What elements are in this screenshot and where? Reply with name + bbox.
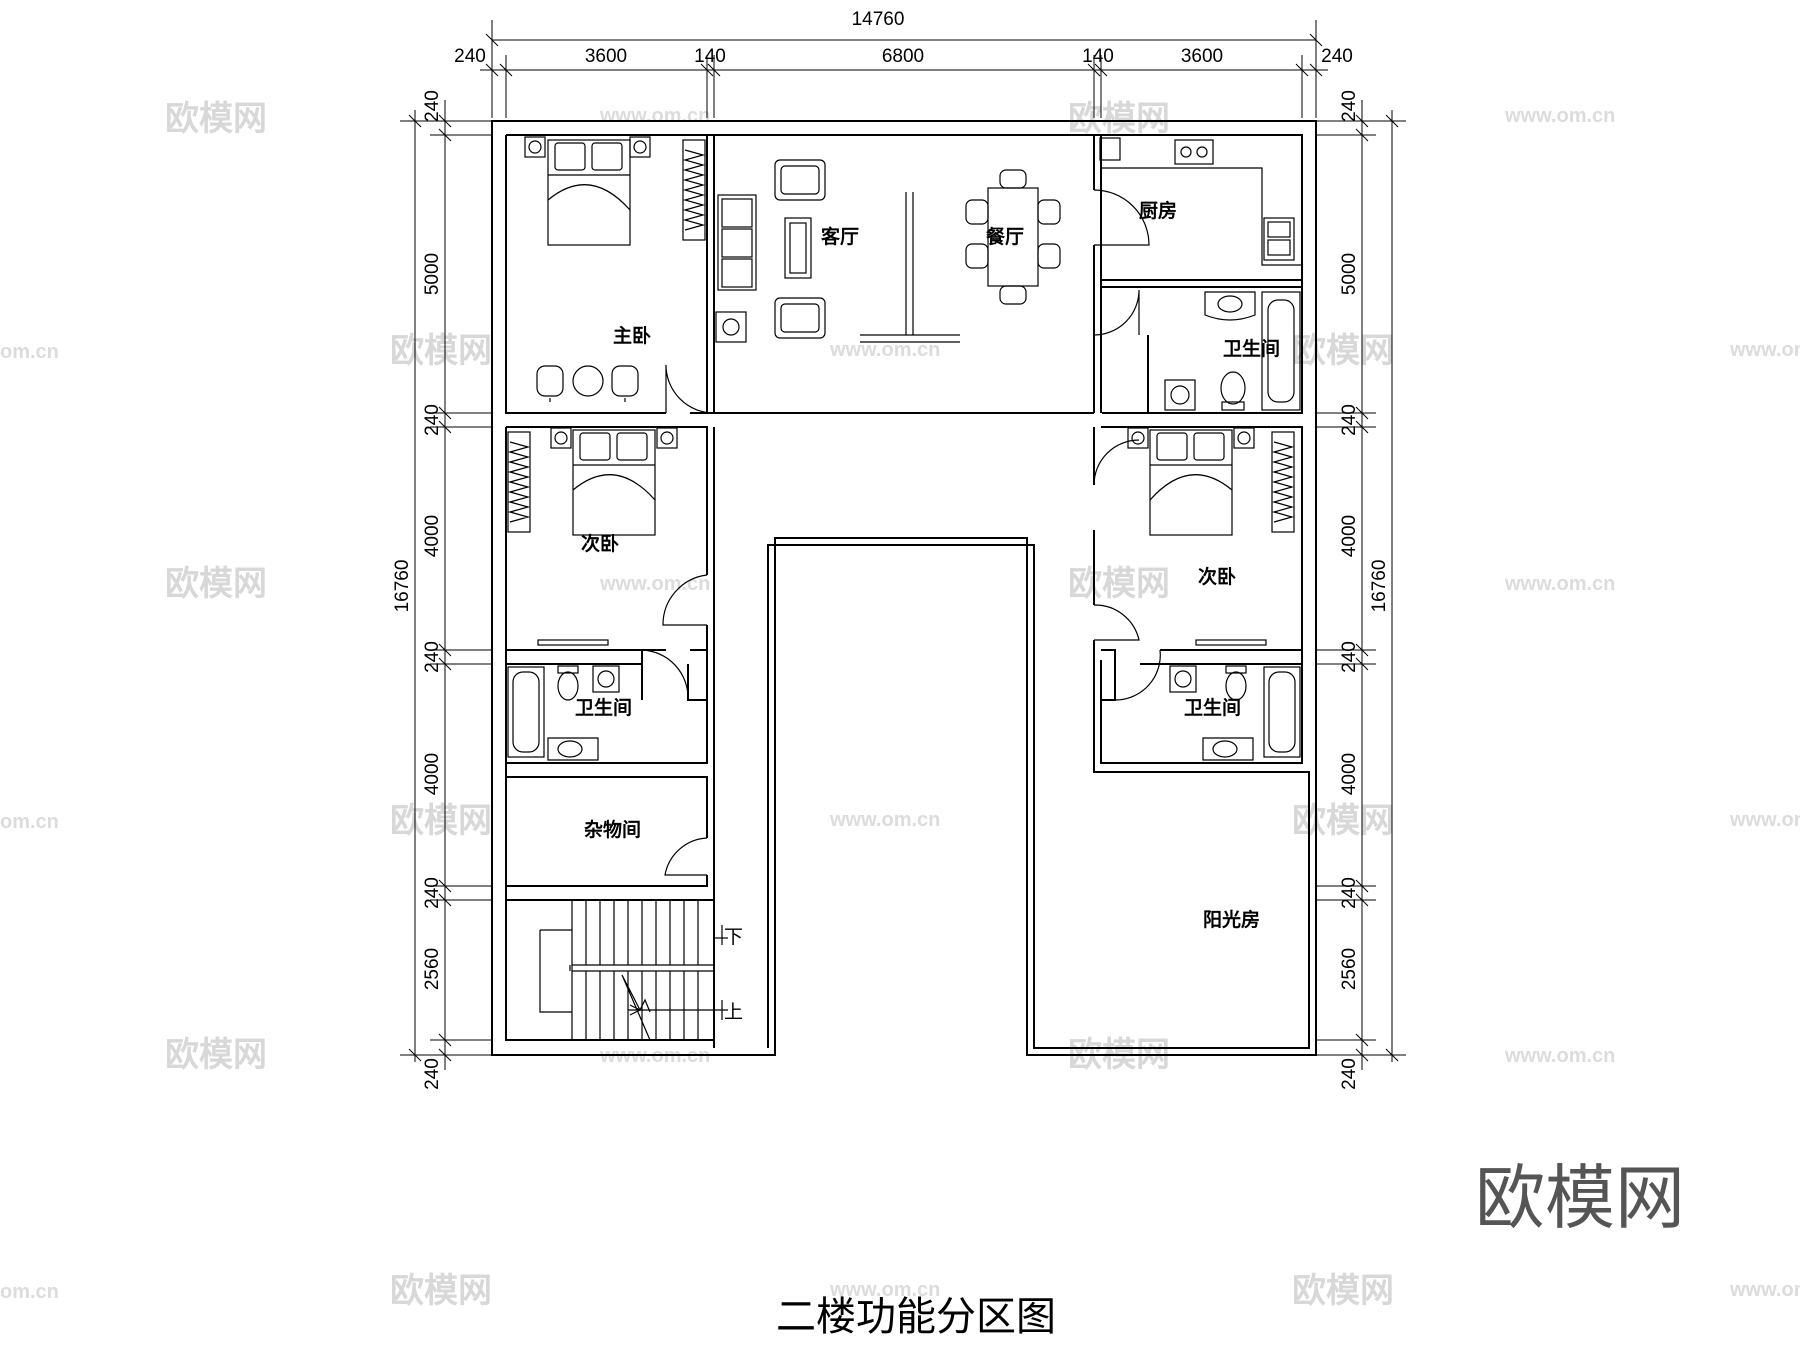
room-label-dining-room: 餐厅 [986, 225, 1024, 248]
bath-fixtures-ne [1164, 291, 1301, 411]
watermark-text: 欧模网 [1068, 564, 1170, 604]
watermark-text: 欧模网 [1292, 801, 1394, 841]
watermark-url: www.om.cn [599, 573, 710, 595]
dining-table [965, 169, 1061, 305]
staircase: 下 上 [539, 900, 743, 1041]
watermark-url: www.om.cn [1504, 105, 1615, 127]
stair-up-label: 上 [724, 1001, 743, 1023]
bed-e [1127, 427, 1295, 536]
room-label-master-bedroom: 主卧 [613, 325, 651, 347]
dim-left-seg: 240 [422, 404, 443, 436]
dim-top-seg: 3600 [585, 46, 627, 67]
watermark-text: 欧模网 [390, 801, 492, 841]
dim-left-seg: 2560 [422, 948, 443, 990]
dim-left-seg: 240 [422, 90, 443, 122]
dim-top-seg: 6800 [882, 46, 924, 67]
watermarks: 欧模网 www.om.cn 欧模网 www.om.cn om.cn 欧模网 ww… [0, 99, 1800, 1311]
dim-right-seg: 4000 [1339, 753, 1360, 795]
room-label-bedroom-e: 次卧 [1198, 565, 1236, 588]
master-bed [524, 136, 651, 246]
watermark-url: www.om.cn [1504, 1045, 1615, 1067]
room-label-bathroom-w: 卫生间 [575, 696, 632, 719]
top-dimensions: 14760 240 3600 140 6800 140 3600 240 [454, 9, 1353, 118]
table-chairs [536, 365, 639, 402]
page-title: 二楼功能分区图 [776, 1294, 1056, 1340]
dim-left-seg: 5000 [422, 253, 443, 295]
dim-right-seg: 240 [1339, 404, 1360, 436]
watermark-text: 欧模网 [390, 331, 492, 371]
dim-right-seg: 2560 [1339, 948, 1360, 990]
dim-left-seg: 240 [422, 641, 443, 673]
wardrobe [682, 139, 706, 241]
watermark-url: www.om.cn [829, 339, 940, 361]
bath-fixtures-w [507, 639, 620, 761]
room-label-sunroom: 阳光房 [1203, 908, 1260, 931]
watermark-text: 欧模网 [1292, 1271, 1394, 1311]
dim-left-seg: 4000 [422, 515, 443, 557]
dim-top-seg: 140 [694, 46, 726, 67]
watermark-text: 欧模网 [1292, 331, 1394, 371]
dim-right-seg: 5000 [1339, 253, 1360, 295]
dim-right-seg: 240 [1339, 1058, 1360, 1090]
dim-top-seg: 240 [454, 46, 486, 67]
watermark-url: www.om.cn [1729, 1279, 1800, 1301]
watermark-text: 欧模网 [165, 99, 267, 139]
room-label-bathroom-ne: 卫生间 [1223, 337, 1280, 360]
dim-right-seg: 4000 [1339, 515, 1360, 557]
left-dimensions: 16760 240 5000 240 4000 240 4000 240 256… [392, 90, 492, 1090]
room-label-kitchen: 厨房 [1139, 199, 1177, 222]
watermark-url: om.cn [0, 1281, 59, 1303]
sofa-set [715, 159, 960, 343]
dim-right-seg: 240 [1339, 641, 1360, 673]
brand-logo: 欧模网 [1475, 1157, 1685, 1239]
room-label-living-room: 客厅 [821, 225, 859, 248]
dim-left-seg: 240 [422, 1058, 443, 1090]
watermark-url: www.om.cn [599, 105, 710, 127]
watermark-text: 欧模网 [1068, 99, 1170, 139]
right-dimensions: 16760 240 5000 240 4000 240 4000 240 256… [1316, 90, 1406, 1090]
room-label-bathroom-e: 卫生间 [1184, 696, 1241, 719]
room-label-bedroom-w: 次卧 [581, 532, 619, 555]
watermark-url: www.om.cn [1729, 339, 1800, 361]
kitchen-counter [1099, 137, 1302, 266]
dim-top-seg: 140 [1082, 46, 1114, 67]
watermark-url: www.om.cn [1729, 809, 1800, 831]
furniture: 下 上 [507, 136, 1302, 1041]
watermark-text: 欧模网 [390, 1271, 492, 1311]
dim-top-seg: 240 [1321, 46, 1353, 67]
watermark-url: www.om.cn [1504, 573, 1615, 595]
watermark-url: www.om.cn [829, 1279, 940, 1301]
dim-right-seg: 240 [1339, 877, 1360, 909]
watermark-url: www.om.cn [829, 809, 940, 831]
room-label-storage: 杂物间 [584, 818, 641, 841]
bath-fixtures-e [1169, 639, 1301, 761]
stair-down-label: 下 [724, 927, 743, 948]
dim-top-seg: 3600 [1181, 46, 1223, 67]
watermark-text: 欧模网 [165, 564, 267, 604]
dim-top-total: 14760 [852, 9, 905, 30]
watermark-url: om.cn [0, 811, 59, 833]
dim-right-total: 16760 [1369, 560, 1390, 613]
dim-left-seg: 4000 [422, 753, 443, 795]
watermark-url: om.cn [0, 341, 59, 363]
watermark-text: 欧模网 [165, 1035, 267, 1075]
dim-left-seg: 240 [422, 877, 443, 909]
bed-w [507, 427, 678, 536]
dim-right-seg: 240 [1339, 90, 1360, 122]
doors [641, 189, 1161, 876]
dim-left-total: 16760 [392, 560, 413, 613]
room-labels: 主卧 客厅 餐厅 厨房 卫生间 次卧 次卧 卫生间 卫生间 杂物间 阳光房 [575, 199, 1280, 931]
walls [491, 120, 1317, 1056]
